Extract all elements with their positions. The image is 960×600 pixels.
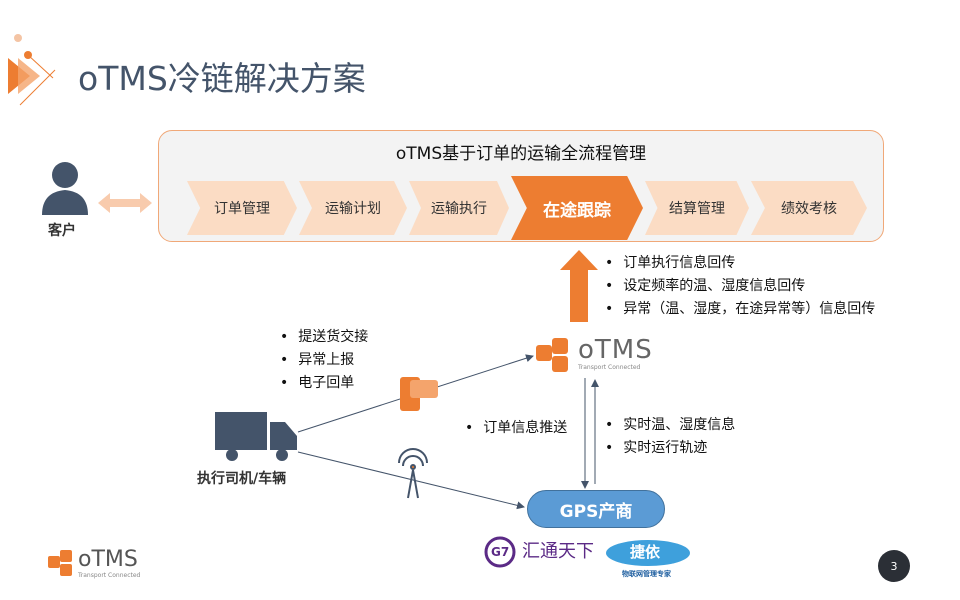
page-number: 3 <box>878 550 910 582</box>
g7-name: 汇通天下 <box>522 541 594 562</box>
otms-logo-mark <box>536 338 568 372</box>
double-arrow-icon <box>98 193 152 213</box>
gps-bullets: 实时温、湿度信息实时运行轨迹 <box>605 414 735 460</box>
otms-logo: oTMS Transport Connected <box>578 335 653 371</box>
customer-label: 客户 <box>48 223 76 239</box>
otms-bullets: 订单执行信息回传设定频率的温、湿度信息回传异常（温、湿度，在途异常等）信息回传 <box>605 252 875 321</box>
page-title: oTMS冷链解决方案 <box>78 59 366 98</box>
step-settle[interactable]: 结算管理 <box>645 181 749 235</box>
g7-logo <box>484 536 516 568</box>
dot-icon <box>14 34 22 42</box>
up-arrow-icon <box>560 250 598 322</box>
driver-label: 执行司机/车辆 <box>197 471 287 487</box>
g7-text: G7 <box>491 545 510 559</box>
gps-vendor: GPS产商 <box>527 490 665 528</box>
process-title: oTMS基于订单的运输全流程管理 <box>395 144 647 164</box>
jieyi-logo <box>606 540 690 566</box>
jieyi-sub: 物联网管理专家 <box>622 570 671 578</box>
customer-icon <box>42 162 88 215</box>
driver-bullets: 提送货交接异常上报电子回单 <box>280 326 368 395</box>
push-label: 订单信息推送 <box>465 417 567 440</box>
footer-logo: oTMS Transport Connected <box>78 547 141 580</box>
truck-icon <box>215 412 297 461</box>
step-tracking[interactable]: 在途跟踪 <box>511 176 643 240</box>
step-execute[interactable]: 运输执行 <box>409 181 509 235</box>
step-plan[interactable]: 运输计划 <box>299 181 407 235</box>
jieyi-name: 捷依 <box>630 543 661 561</box>
phone-chat-icon <box>400 377 438 411</box>
process-panel: oTMS基于订单的运输全流程管理 订单管理 运输计划 运输执行 在途跟踪 结算管… <box>158 130 884 242</box>
tower-icon <box>398 448 428 499</box>
step-kpi[interactable]: 绩效考核 <box>751 181 867 235</box>
step-order[interactable]: 订单管理 <box>187 181 297 235</box>
footer-logo-mark <box>48 550 72 576</box>
